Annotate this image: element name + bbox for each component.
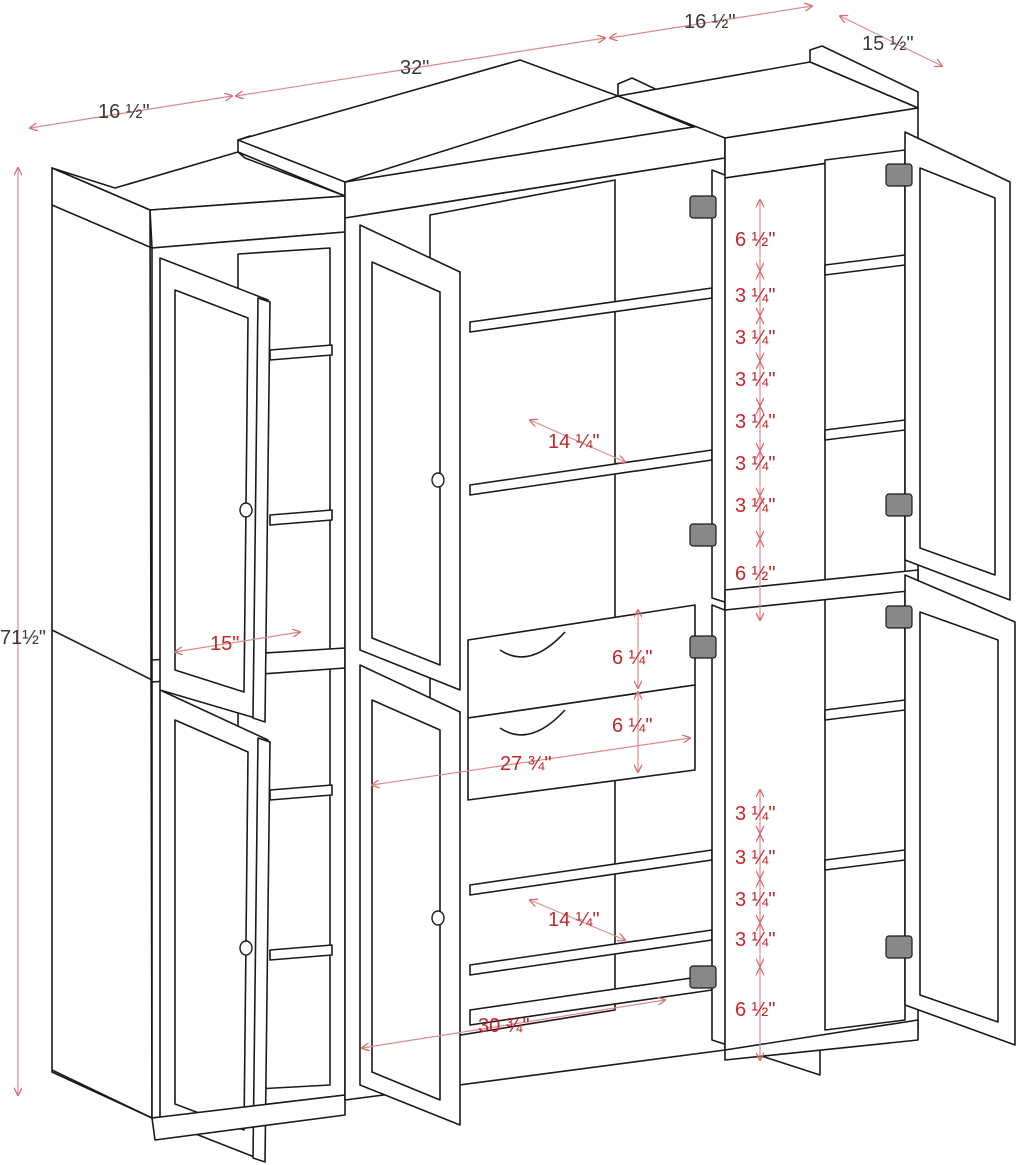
label-left-shelf-depth: 15" [210,633,239,655]
label-base-width: 30 ¾" [478,1015,530,1037]
hinge-icon [885,935,913,959]
knob-icon [431,910,445,926]
knob-icon [239,940,253,956]
dim-line-upper-shelf [530,420,625,462]
dim-line-base-width [362,1000,665,1048]
hinge-icon [885,605,913,629]
hinge-icon [885,493,913,517]
label-overall-height: 71½" [0,627,46,649]
label-lower-spacing-3: 3 ¼" [735,889,775,911]
knob-icon [239,502,253,518]
label-upper-spacing-3: 3 ¼" [735,369,775,391]
dim-line-top-left-depth [30,96,232,128]
dim-line-top-right-depth [840,16,942,66]
label-drawer-height-2: 6 ¼" [612,715,652,737]
label-upper-shelf-width: 14 ¼" [548,431,600,453]
label-top-right-depth: 15 ½" [862,33,914,55]
label-upper-spacing-5: 3 ¼" [735,453,775,475]
dimension-lines [18,6,942,1095]
label-lower-spacing-2: 3 ¼" [735,847,775,869]
right-hinges [885,163,913,959]
dim-line-top-center-width [236,38,605,96]
label-top-right-width: 16 ½" [684,11,736,33]
label-top-center-width: 32" [400,57,429,79]
label-lower-shelf-width: 14 ¼" [548,909,600,931]
hinge-icon [885,163,913,187]
label-upper-spacing-top: 6 ½" [735,229,775,251]
label-drawer-width: 27 ¾" [500,753,552,775]
left-tower [51,135,346,1163]
label-lower-spacing-1: 3 ¼" [735,803,775,825]
label-upper-spacing-6: 3 ¼" [735,495,775,517]
right-tower [617,45,1016,1061]
hinge-icon [689,965,717,989]
label-lower-spacing-4: 3 ¼" [735,929,775,951]
dim-line-lower-shelf [530,900,625,940]
right-top-rail [809,45,919,109]
label-lower-spacing-bottom: 6 ½" [735,999,775,1021]
dim-line-drawer-width [372,738,690,785]
center-knobs [431,472,445,926]
hinge-icon [689,635,717,659]
label-upper-spacing-bottom: 6 ½" [735,563,775,585]
label-upper-spacing-1: 3 ¼" [735,285,775,307]
dim-line-top-right-width [610,6,812,38]
hinge-icon [689,195,717,219]
knob-icon [431,472,445,488]
left-side-panel [51,167,153,1119]
label-top-left-depth: 16 ½" [98,101,150,123]
label-upper-spacing-2: 3 ¼" [735,327,775,349]
dim-line-left-shelf [175,632,300,652]
label-drawer-height-1: 6 ¼" [612,647,652,669]
hinge-icon [689,523,717,547]
left-knobs [239,502,253,956]
center-hinges [689,195,717,989]
dimension-labels: 16 ½" 32" 16 ½" 15 ½" 71½" 15" 14 ¼" 14 … [0,11,914,1037]
label-upper-spacing-4: 3 ¼" [735,411,775,433]
